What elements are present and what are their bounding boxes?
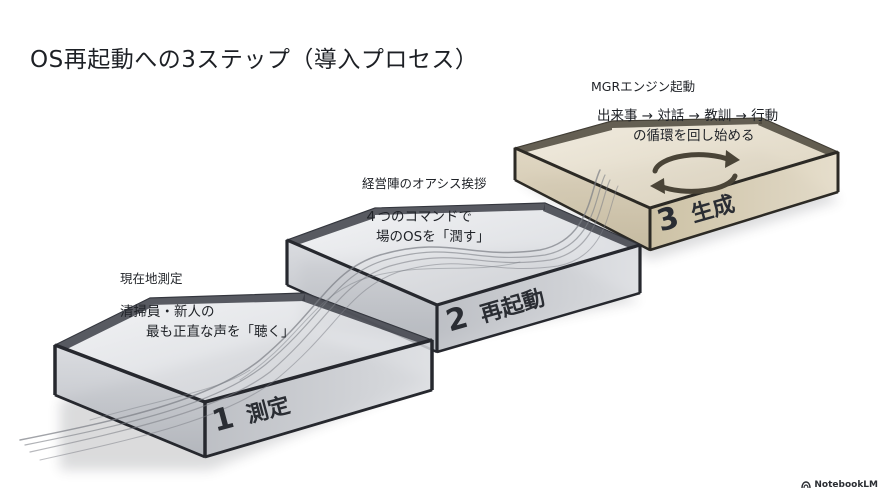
page-title: OS再起動への3ステップ（導入プロセス） [30,47,479,73]
step-1-description-line-1: 清掃員・新人の [120,304,215,321]
step-2-description-line-1: ４つのコマンドで [364,209,472,226]
step-3-callout: MGRエンジン起動 出来事 → 対話 → 教訓 → 行動 の循環を回し始める [591,78,778,147]
step-2-callout: 経営陣のオアシス挨拶 ４つのコマンドで 場のOSを「潤す」 [362,175,490,248]
step-1-heading: 現在地測定 [120,271,183,286]
notebooklm-logo-icon [801,481,812,489]
brand-watermark: NotebookLM [801,480,878,490]
step-3-box [513,117,840,252]
step-3-description-line-2: の循環を回し始める [633,128,755,145]
flow-lines [19,169,619,461]
step-3-heading: MGRエンジン起動 [591,79,696,94]
step-2-description-line-2: 場のOSを「潤す」 [376,229,490,246]
step-1-description-line-2: 最も正直な声を「聴く」 [146,324,295,341]
step-3-description-line-1: 出来事 → 対話 → 教訓 → 行動 [597,108,779,125]
cycle-arrows-icon [650,150,740,194]
step-1-callout: 現在地測定 清掃員・新人の 最も正直な声を「聴く」 [120,270,295,343]
step-2-heading: 経営陣のオアシス挨拶 [362,176,487,191]
brand-name: NotebookLM [814,480,878,490]
